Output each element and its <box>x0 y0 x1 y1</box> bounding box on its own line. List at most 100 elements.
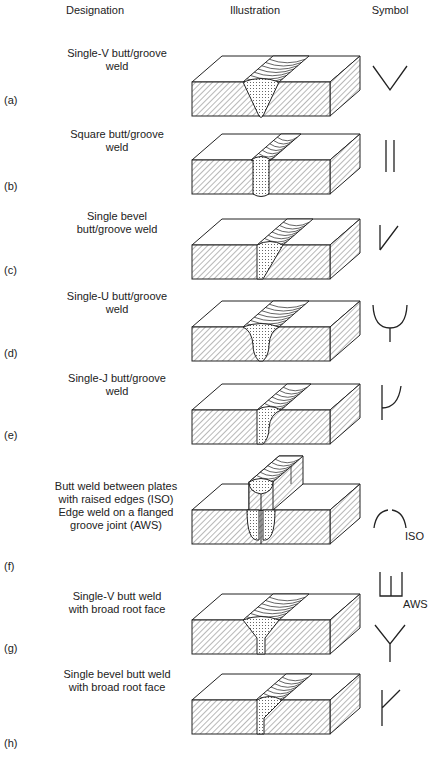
weld-ripple <box>266 63 302 67</box>
raised-edge <box>249 456 303 510</box>
weld-designation: Single-U butt/groove weld <box>62 290 172 316</box>
weld-ripple <box>268 466 292 470</box>
weld-section <box>257 697 282 735</box>
weld-ripple <box>262 604 298 608</box>
weld-bead <box>249 456 303 482</box>
weld-illustration <box>192 594 360 654</box>
weld-bead <box>257 384 311 410</box>
weld-sections <box>192 56 360 734</box>
column-header: Designation <box>55 4 135 17</box>
weld-ripple <box>260 472 284 476</box>
weld-section <box>243 617 279 655</box>
column-header: Illustration <box>205 4 305 17</box>
row-letter: (g) <box>4 642 34 655</box>
weld-ripple <box>271 687 297 691</box>
weld-ripple <box>266 308 302 312</box>
weld-section <box>243 79 279 118</box>
weld-ripple <box>258 69 294 73</box>
plate-side <box>330 674 360 734</box>
row-letter: (h) <box>4 737 34 750</box>
weld-ripple <box>264 469 288 473</box>
plate-side <box>330 301 360 361</box>
weld-ripple <box>258 314 294 318</box>
weld-designation: Butt weld between plates with raised edg… <box>50 480 182 532</box>
weld-bead <box>257 219 313 245</box>
standard-tag: AWS <box>403 598 431 611</box>
weld-ripple <box>275 684 301 688</box>
weld-bead <box>243 301 309 327</box>
weld-designation: Single bevel butt weld with broad root f… <box>62 668 172 694</box>
weld-designation: Single-V butt/groove weld <box>62 47 172 73</box>
weld-ripple <box>254 610 290 614</box>
weld-section <box>249 479 273 495</box>
weld-section <box>251 157 271 197</box>
weld-ripple <box>269 59 305 63</box>
weld-illustration <box>192 301 360 361</box>
weld-illustration <box>192 456 360 544</box>
row-letter: (a) <box>4 94 34 107</box>
weld-ripple <box>266 147 286 151</box>
standard-tag: ISO <box>405 530 431 543</box>
weld-section <box>257 242 283 280</box>
weld-illustration <box>192 674 360 734</box>
single-v-symbol <box>373 66 407 90</box>
weld-ripple <box>270 144 290 148</box>
weld-ripple <box>268 400 292 404</box>
weld-ripple <box>268 235 294 239</box>
weld-ripple <box>279 681 305 685</box>
weld-designation: Single bevel butt/groove weld <box>62 210 172 236</box>
weld-ripple <box>262 150 282 154</box>
row-letter: (b) <box>4 180 34 193</box>
weld-ripple <box>262 66 298 70</box>
weld-ripple <box>272 463 296 467</box>
single-bevel-root-face-symbol <box>382 690 400 726</box>
weld-ripple <box>254 72 290 76</box>
weld-designation: Single-V butt weld with broad root face <box>62 590 172 616</box>
weld-ripple <box>280 391 304 395</box>
weld-ripple <box>280 226 306 230</box>
weld-section <box>247 510 259 540</box>
weld-bead <box>243 56 309 82</box>
weld-ripple <box>269 304 305 308</box>
weld-section <box>263 510 275 540</box>
weld-ripple <box>266 601 302 605</box>
weld-ripple <box>254 317 290 321</box>
row-letter: (f) <box>4 560 34 573</box>
weld-bead <box>243 594 309 620</box>
weld-illustration <box>192 219 360 279</box>
weld-illustration <box>192 384 360 444</box>
weld-ripple <box>277 137 297 141</box>
single-bevel-symbol <box>380 225 398 250</box>
plate-side <box>330 134 360 194</box>
weld-ripple <box>269 597 305 601</box>
row-letter: (c) <box>4 264 34 277</box>
weld-symbols <box>373 66 407 726</box>
plate-side <box>330 219 360 279</box>
weld-ripple <box>274 141 294 145</box>
weld-ripple <box>258 607 294 611</box>
weld-bead <box>256 674 312 700</box>
weld-designation: Single-J butt/groove weld <box>62 372 172 398</box>
weld-illustration <box>192 134 360 197</box>
aws-flange-symbol <box>380 572 402 596</box>
square-symbol <box>386 140 394 172</box>
iso-raised-edge-symbol <box>374 510 406 528</box>
weld-ripple <box>267 690 293 694</box>
weld-ripple <box>275 459 299 463</box>
plate-side <box>330 384 360 444</box>
row-letter: (e) <box>4 429 34 442</box>
weld-ripple <box>283 387 307 391</box>
row-letter: (d) <box>4 347 34 360</box>
plate-side <box>330 484 360 544</box>
weld-section <box>257 407 281 445</box>
weld-ripple <box>283 222 309 226</box>
weld-bead <box>251 134 301 160</box>
weld-ripple <box>276 394 300 398</box>
plate-side <box>330 594 360 654</box>
column-header: Symbol <box>360 4 420 17</box>
weld-ripple <box>272 397 296 401</box>
single-u-symbol <box>373 305 407 342</box>
weld-ripple <box>276 229 302 233</box>
